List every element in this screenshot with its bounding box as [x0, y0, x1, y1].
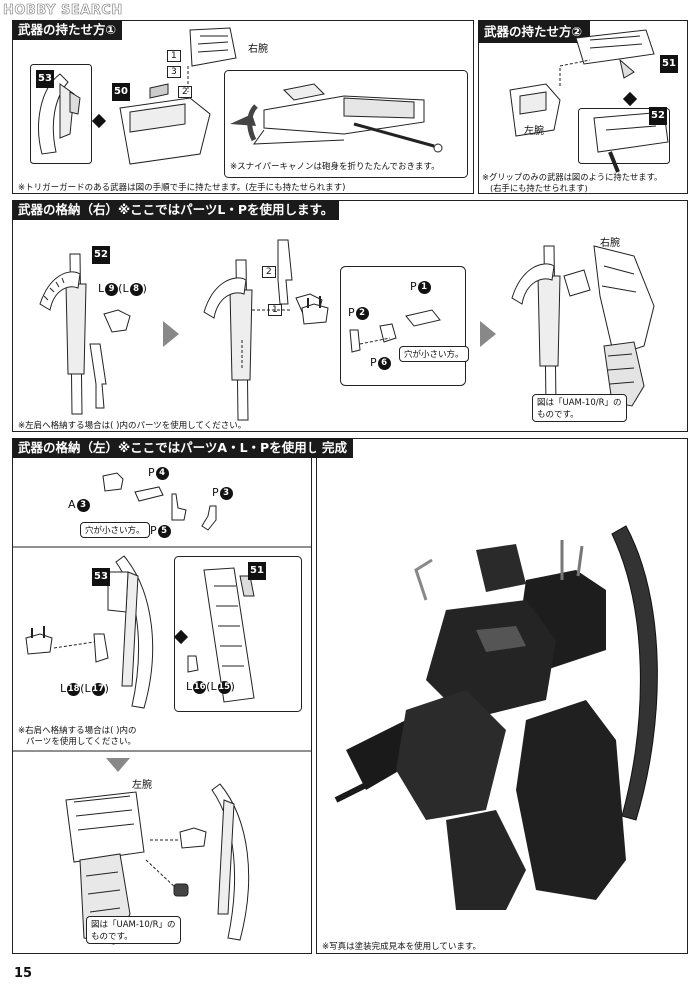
section2-note-1: ※グリップのみの武器は図のように持たせます。	[482, 172, 663, 182]
part-a-piece	[102, 472, 124, 492]
cannon-caption: ※スナイパーキャノンは砲身を折りたたんでおきます。	[230, 162, 440, 172]
section5-note: ※写真は塗装完成見本を使用しています。	[322, 942, 482, 952]
storage-rifle-1	[39, 253, 107, 415]
step-1: 1	[167, 50, 181, 62]
grip-detail-box	[578, 108, 670, 164]
callout-small-hole: 穴が小さい方。	[80, 522, 150, 538]
callout-small-hole: 穴が小さい方。	[399, 346, 469, 362]
hand-detail-box	[30, 64, 92, 164]
callout-line2: ものです。	[91, 932, 133, 942]
section4-note-2: パーツを使用してください。	[26, 737, 136, 747]
page-number: 15	[14, 966, 33, 981]
sniper-cannon-box	[224, 70, 468, 178]
part-p4-piece	[134, 486, 164, 502]
step-2: 2	[178, 86, 192, 98]
grip-weapon-drawing	[509, 29, 669, 173]
part-tag-50: 50	[112, 83, 130, 101]
step-arrow-down	[106, 758, 130, 772]
storage-rifle-left	[25, 555, 154, 709]
part-p3-piece	[201, 505, 217, 531]
section-title: 武器の格納（左）※ここではパーツA・L・Pを使用します。	[12, 438, 362, 458]
parts-detail-box	[340, 266, 466, 386]
section2-note-2: (右手にも持たせられます)	[490, 183, 588, 193]
diamond-marker	[622, 91, 638, 107]
part-tag-53: 53	[92, 568, 110, 586]
step-3: 3	[167, 66, 181, 78]
weapon-51-box	[174, 556, 302, 712]
step-1: 1	[268, 304, 282, 316]
diamond-marker	[173, 629, 189, 645]
section4-note-1: ※右肩へ格納する場合は( )内の	[18, 726, 137, 736]
callout-uam10r: 図は「UAM-10/R」の ものです。	[532, 394, 627, 422]
part-tag-51: 51	[248, 562, 266, 580]
label-right-arm: 右腕	[248, 44, 268, 55]
storage-rifle-2	[203, 239, 323, 421]
diamond-marker	[91, 113, 107, 129]
completed-model-photo	[334, 525, 658, 910]
part-tag-52: 52	[92, 246, 110, 264]
callout-line1: 図は「UAM-10/R」の	[91, 920, 176, 930]
step-arrow	[163, 321, 179, 347]
divider-line	[12, 750, 312, 752]
side-parts-small	[301, 296, 329, 325]
part-tag-51: 51	[660, 55, 678, 73]
step-2: 2	[262, 266, 276, 278]
divider-line	[12, 546, 312, 548]
label-left-arm: 左腕	[132, 780, 152, 791]
watermark-logo: HOBBY SEARCH	[3, 3, 123, 19]
section-title: 武器の持たせ方②	[478, 20, 590, 43]
section-title: 完成	[316, 438, 354, 458]
part-l-piece	[103, 309, 131, 333]
part-tag-53: 53	[36, 70, 54, 88]
weapon-grip-drawing	[119, 27, 237, 165]
right-arm-stored	[511, 245, 655, 407]
step-arrow	[480, 321, 496, 347]
part-p5-piece	[171, 493, 187, 521]
callout-line1: 図は「UAM-10/R」の	[537, 398, 622, 408]
callout-line2: ものです。	[537, 410, 579, 420]
section1-note: ※トリガーガードのある武器は図の手順で手に持たせます。(左手にも持たせられます)	[18, 183, 346, 193]
section3-note: ※左肩へ格納する場合は( )内のパーツを使用してください。	[18, 421, 247, 431]
label-left-arm: 左腕	[524, 126, 544, 137]
callout-uam10r: 図は「UAM-10/R」の ものです。	[86, 916, 181, 944]
section-title: 武器の持たせ方①	[12, 20, 123, 40]
label-right-arm: 右腕	[600, 238, 620, 249]
part-tag-52: 52	[649, 107, 667, 125]
section-title: 武器の格納（右）※ここではパーツL・Pを使用します。	[12, 200, 340, 220]
